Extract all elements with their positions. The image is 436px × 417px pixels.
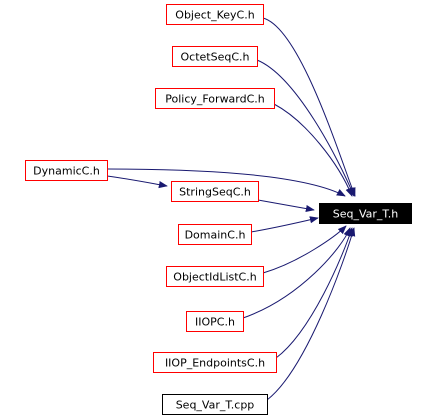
node-box: [186, 311, 244, 332]
edge-iiop-endpointsc-to-target: [275, 227, 353, 359]
node-box: [171, 181, 259, 202]
node-target: Seq_Var_T.h: [319, 203, 412, 224]
edge-iiopc-to-target: [242, 227, 351, 319]
node-box: [178, 224, 252, 245]
node-policy-forwardc[interactable]: Policy_ForwardC.h: [155, 88, 275, 109]
node-box: [155, 88, 275, 109]
edge-stringseqc-to-target: [257, 199, 315, 213]
node-octetseqc[interactable]: OctetSeqC.h: [172, 46, 258, 67]
edge-object-keyc-to-target: [262, 17, 356, 197]
node-box: [25, 160, 108, 181]
node-label: StringSeqC.h: [179, 186, 251, 199]
node-label: DomainC.h: [185, 229, 246, 242]
edge-domainc-to-target: [250, 216, 319, 233]
node-box: [166, 266, 264, 287]
edge-seq-var-t-cpp-to-target: [266, 227, 356, 401]
node-seq-var-t-cpp: Seq_Var_T.cpp: [162, 394, 268, 415]
node-stringseqc[interactable]: StringSeqC.h: [171, 181, 259, 202]
edge-policy-forwardc-to-target: [273, 103, 353, 197]
node-label: IIOPC.h: [195, 316, 235, 329]
node-label: Seq_Var_T.cpp: [176, 399, 255, 412]
node-label: OctetSeqC.h: [181, 51, 250, 64]
node-box: [162, 394, 268, 415]
node-label: Object_KeyC.h: [175, 9, 254, 22]
node-objectidlistc[interactable]: ObjectIdListC.h: [166, 266, 264, 287]
node-label: Policy_ForwardC.h: [165, 93, 265, 106]
node-domainc[interactable]: DomainC.h: [178, 224, 252, 245]
node-box: [172, 46, 258, 67]
edges-layer: [106, 17, 356, 401]
edge-objectidlistc-to-target: [262, 225, 347, 274]
edge-dynamicc-to-stringseqc: [106, 175, 168, 189]
node-iiopc[interactable]: IIOPC.h: [186, 311, 244, 332]
node-box: [153, 352, 277, 373]
node-label: DynamicC.h: [33, 165, 100, 178]
nodes-layer: Object_KeyC.hOctetSeqC.hPolicy_ForwardC.…: [25, 4, 412, 415]
edge-octetseqc-to-target: [256, 59, 355, 197]
node-label: Seq_Var_T.h: [333, 208, 399, 221]
node-label: IIOP_EndpointsC.h: [165, 357, 265, 370]
node-object-keyc[interactable]: Object_KeyC.h: [166, 4, 264, 25]
node-dynamicc[interactable]: DynamicC.h: [25, 160, 108, 181]
edge-dynamicc-to-target: [106, 168, 346, 197]
node-label: ObjectIdListC.h: [173, 271, 256, 284]
node-iiop-endpointsc[interactable]: IIOP_EndpointsC.h: [153, 352, 277, 373]
node-box: [166, 4, 264, 25]
node-box: [319, 203, 412, 224]
